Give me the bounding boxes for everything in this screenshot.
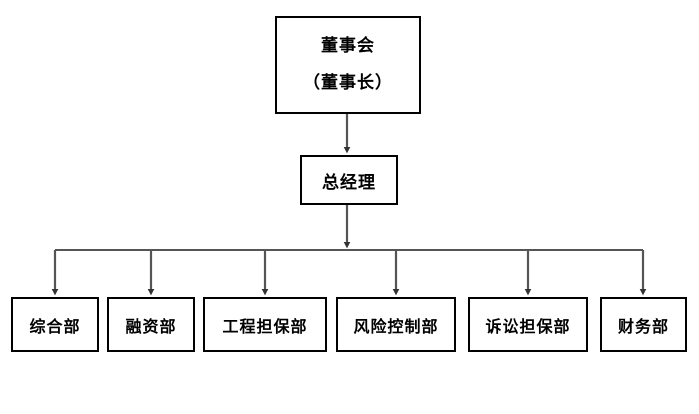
node-department-5-label: 诉讼担保部	[485, 316, 571, 336]
node-board-of-directors[interactable]: 董事会 （董事长）	[275, 16, 421, 114]
node-general-manager[interactable]: 总经理	[300, 155, 398, 205]
node-department-6-label: 财务部	[617, 316, 669, 336]
node-department-2-label: 融资部	[125, 316, 177, 336]
node-board-line1: 董事会	[321, 36, 375, 57]
node-board-line2: （董事长）	[303, 73, 393, 93]
node-department-3-label: 工程担保部	[222, 316, 308, 336]
node-department-4[interactable]: 风险控制部	[336, 297, 456, 352]
node-department-3[interactable]: 工程担保部	[203, 297, 327, 352]
node-department-2[interactable]: 融资部	[107, 297, 195, 352]
node-department-1-label: 综合部	[29, 316, 81, 336]
node-department-1[interactable]: 综合部	[11, 297, 99, 352]
node-department-6[interactable]: 财务部	[600, 297, 687, 352]
node-department-4-label: 风险控制部	[353, 316, 439, 336]
node-general-manager-label: 总经理	[322, 172, 376, 193]
node-department-5[interactable]: 诉讼担保部	[468, 297, 588, 352]
